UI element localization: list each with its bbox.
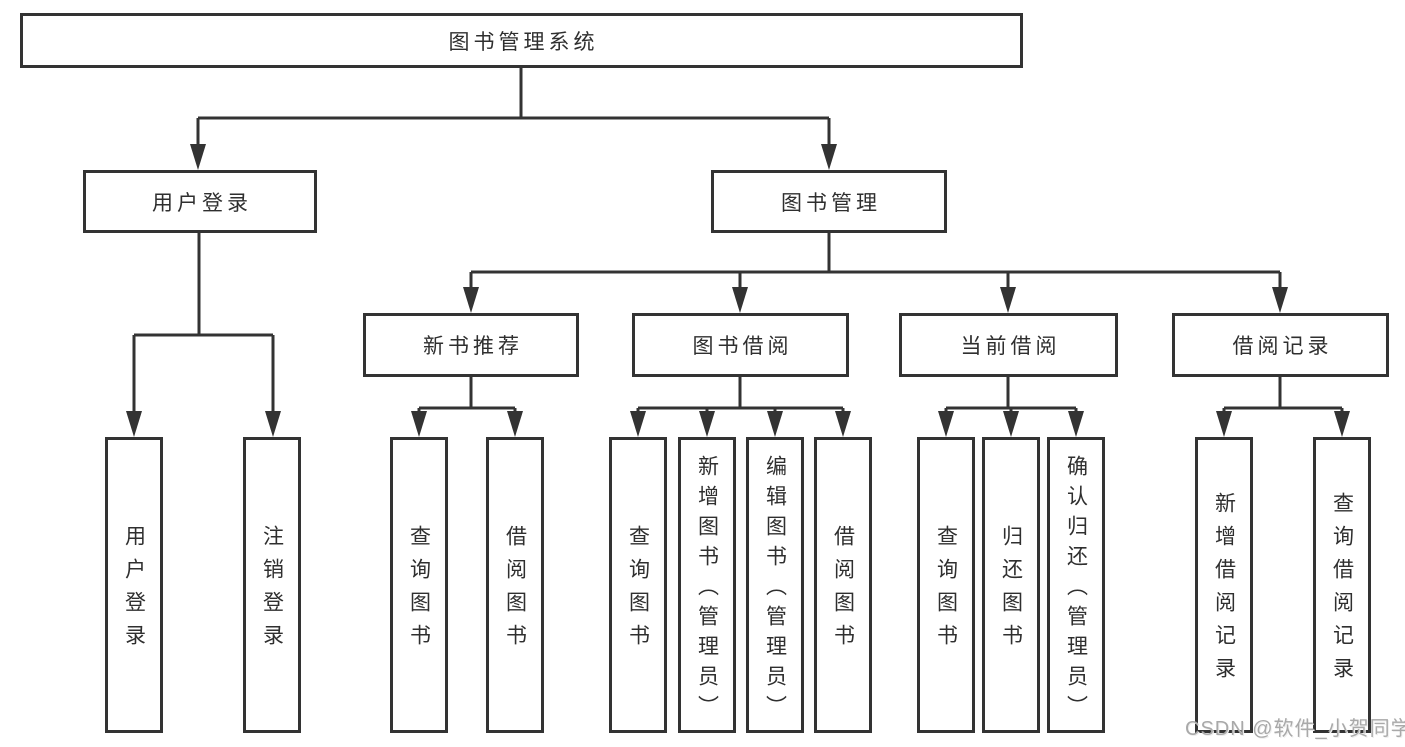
leaf-edit-books-admin-label: 编辑图书（管理员） [763, 454, 787, 725]
node-new-book-recommend: 新书推荐 [363, 313, 579, 377]
leaf-edit-books-admin: 编辑图书（管理员） [746, 437, 804, 733]
arrow-down-icon [732, 287, 748, 313]
node-root-label: 图书管理系统 [448, 30, 599, 54]
arrow-down-icon [1334, 411, 1350, 437]
leaf-confirm-return-admin-label: 确认归还（管理员） [1064, 454, 1088, 725]
leaf-add-borrow-record-label: 新增借阅记录 [1212, 492, 1236, 690]
leaf-borrow-books-label: 借阅图书 [831, 525, 855, 657]
arrow-down-icon [699, 411, 715, 437]
arrowheads [126, 144, 1350, 437]
arrow-down-icon [507, 411, 523, 437]
leaf-borrow-books-recommend-label: 借阅图书 [503, 525, 527, 657]
arrow-down-icon [411, 411, 427, 437]
node-book-management-branch-label: 图书管理 [781, 191, 881, 215]
leaf-borrow-books: 借阅图书 [814, 437, 872, 733]
arrow-down-icon [1003, 411, 1019, 437]
node-user-login-branch: 用户登录 [83, 170, 317, 233]
arrow-down-icon [821, 144, 837, 170]
leaf-borrow-books-recommend: 借阅图书 [486, 437, 544, 733]
arrow-down-icon [767, 411, 783, 437]
arrow-down-icon [190, 144, 206, 170]
node-root: 图书管理系统 [20, 13, 1023, 68]
node-borrow-records-label: 借阅记录 [1232, 335, 1333, 358]
leaf-logout-label: 注销登录 [260, 525, 284, 657]
leaf-return-books: 归还图书 [982, 437, 1040, 733]
node-book-borrow: 图书借阅 [632, 313, 849, 377]
node-current-borrow-label: 当前借阅 [960, 335, 1061, 358]
node-borrow-records: 借阅记录 [1172, 313, 1389, 377]
arrow-down-icon [1000, 287, 1016, 313]
leaf-logout: 注销登录 [243, 437, 301, 733]
leaf-user-login: 用户登录 [105, 437, 163, 733]
arrow-down-icon [1068, 411, 1084, 437]
node-current-borrow: 当前借阅 [899, 313, 1118, 377]
leaf-query-books-recommend-label: 查询图书 [407, 525, 431, 657]
arrow-down-icon [938, 411, 954, 437]
leaf-query-books-recommend: 查询图书 [390, 437, 448, 733]
arrow-down-icon [126, 411, 142, 437]
node-new-book-recommend-label: 新书推荐 [423, 335, 523, 358]
leaf-query-books-current-label: 查询图书 [934, 525, 958, 657]
leaf-query-borrow-record-label: 查询借阅记录 [1330, 492, 1354, 690]
leaf-add-books-admin: 新增图书（管理员） [678, 437, 736, 733]
node-user-login-branch-label: 用户登录 [152, 191, 252, 215]
arrow-down-icon [1216, 411, 1232, 437]
leaf-add-borrow-record: 新增借阅记录 [1195, 437, 1253, 733]
arrow-down-icon [835, 411, 851, 437]
arrow-down-icon [1272, 287, 1288, 313]
arrow-down-icon [463, 287, 479, 313]
node-book-management-branch: 图书管理 [711, 170, 947, 233]
leaf-user-login-label: 用户登录 [122, 525, 146, 657]
arrow-down-icon [630, 411, 646, 437]
leaf-query-borrow-record: 查询借阅记录 [1313, 437, 1371, 733]
leaf-query-books-current: 查询图书 [917, 437, 975, 733]
node-book-borrow-label: 图书借阅 [692, 335, 793, 358]
leaf-query-books-borrow-label: 查询图书 [626, 525, 650, 657]
arrow-down-icon [265, 411, 281, 437]
leaf-confirm-return-admin: 确认归还（管理员） [1047, 437, 1105, 733]
leaf-add-books-admin-label: 新增图书（管理员） [695, 454, 719, 725]
leaf-query-books-borrow: 查询图书 [609, 437, 667, 733]
leaf-return-books-label: 归还图书 [999, 525, 1023, 657]
watermark-text: CSDN @软件_小贺同学 [1185, 718, 1405, 740]
